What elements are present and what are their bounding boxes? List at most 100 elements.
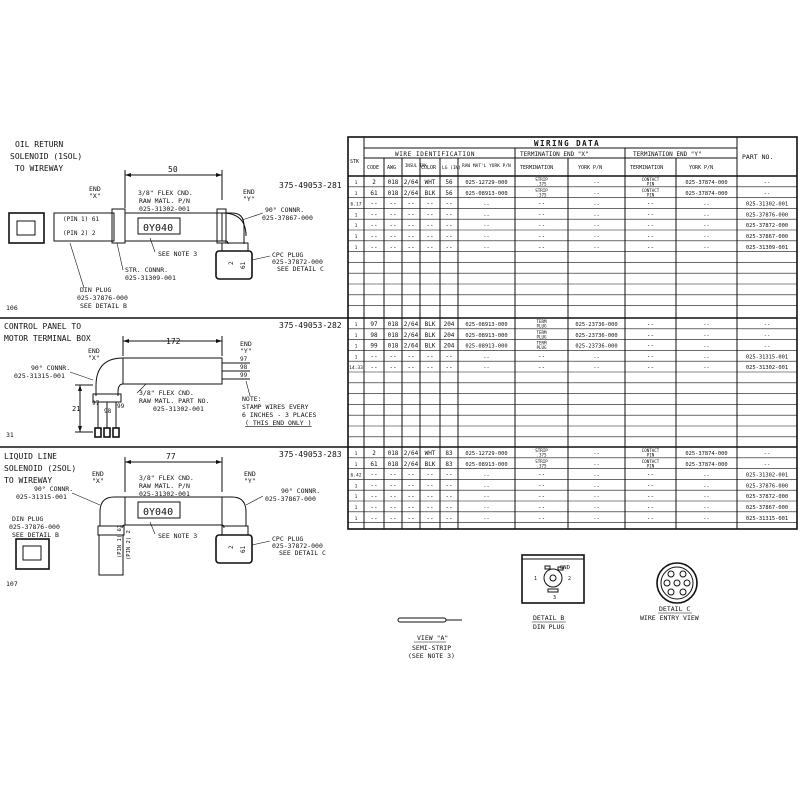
assy1-note: SEE NOTE 3 bbox=[158, 250, 197, 258]
assy3-flex-1: 3/8" FLEX CND. bbox=[139, 474, 194, 482]
table-cell: -- bbox=[764, 322, 771, 328]
table-cell: 018 bbox=[388, 190, 399, 197]
table-cell: -- bbox=[426, 504, 433, 511]
table-cell: 6.17 bbox=[350, 202, 361, 208]
assy1-end-y: END bbox=[243, 188, 255, 196]
assy3-end-x: END bbox=[92, 470, 104, 478]
assy1-sheet-number: 106 bbox=[6, 304, 18, 312]
view-a-subtitle: SEMI-STRIP bbox=[412, 644, 451, 652]
table-cell: -- bbox=[538, 472, 545, 479]
table-cell: -- bbox=[445, 353, 452, 360]
table-cell: -- bbox=[647, 211, 654, 218]
assy3-sheet-number: 107 bbox=[6, 580, 18, 588]
assy1-title-3: TO WIREWAY bbox=[15, 164, 63, 173]
table-cell: 1 bbox=[355, 333, 358, 339]
assembly-oil-return: OIL RETURN SOLENOID (1SOL) TO WIREWAY 37… bbox=[6, 140, 342, 312]
table-cell: -- bbox=[483, 483, 490, 489]
table-cell: -- bbox=[389, 211, 396, 218]
table-cell: CONTACT bbox=[642, 177, 660, 182]
assy3-part-number: 375-49053-283 bbox=[279, 450, 342, 459]
assy2-dimension: 172 bbox=[166, 337, 181, 346]
table-cell: -- bbox=[370, 222, 377, 229]
assy1-flex-2: RAW MATL. P/N bbox=[139, 197, 190, 205]
assy1-pin2: (PIN 2) 2 bbox=[63, 230, 96, 237]
wire-tag bbox=[137, 217, 181, 235]
table-row: 1--------------------025-37876-000 bbox=[355, 482, 788, 489]
assy1-str-1: STR. CONNR. bbox=[125, 266, 168, 274]
table-cell: BLK bbox=[425, 321, 436, 328]
table-cell: -- bbox=[703, 473, 710, 479]
table-cell: -- bbox=[445, 211, 452, 218]
table-cell: 2/64 bbox=[404, 450, 419, 457]
assy3-flex-3: 025-31302-001 bbox=[139, 490, 190, 498]
table-cell-cont: PLUG bbox=[536, 334, 547, 339]
table-cell: -- bbox=[407, 504, 414, 511]
table-cell: -- bbox=[483, 234, 490, 240]
view-a-semi-strip: VIEW "A" SEMI-STRIP (SEE NOTE 3) bbox=[397, 617, 462, 660]
stk-header: STK bbox=[350, 159, 359, 165]
table-cell: 1 bbox=[355, 483, 358, 489]
table-cell-cont: PLUG bbox=[536, 345, 547, 350]
assy3-pin1: (PIN 1) 61 bbox=[117, 525, 123, 558]
table-cell: -- bbox=[389, 222, 396, 229]
table-cell-cont: .375 bbox=[536, 453, 547, 458]
table-cell: BLK bbox=[425, 461, 436, 468]
table-cell: -- bbox=[593, 483, 600, 489]
table-cell: -- bbox=[389, 201, 396, 208]
table-cell: 025-37874-000 bbox=[685, 451, 727, 457]
assy2-title-2: MOTOR TERMINAL BOX bbox=[4, 334, 91, 343]
table-cell: 56 bbox=[445, 190, 453, 197]
table-cell: -- bbox=[426, 222, 433, 229]
table-cell: 025-08913-000 bbox=[465, 344, 507, 350]
assy1-dimension: 50 bbox=[168, 165, 178, 174]
assy2-lead-98: 98 bbox=[104, 408, 112, 415]
table-cell-cont: .375 bbox=[536, 182, 547, 187]
assy3-din-1: DIN PLUG bbox=[12, 515, 43, 523]
table-cell: 2/64 bbox=[404, 461, 419, 468]
table-cell: -- bbox=[538, 244, 545, 251]
table-cell: 025-23736-000 bbox=[575, 344, 617, 350]
detail-b-title: DETAIL B bbox=[533, 614, 564, 622]
wire-tag bbox=[137, 501, 181, 519]
table-cell: 6.42 bbox=[350, 473, 361, 479]
table-cell: -- bbox=[764, 180, 771, 186]
assy3-connr-l-1: 90° CONNR. bbox=[34, 485, 73, 493]
table-cell: -- bbox=[407, 493, 414, 500]
table-cell: -- bbox=[647, 353, 654, 360]
table-cell: TERM bbox=[536, 319, 547, 324]
assy3-title-2: SOLENOID (2SOL) bbox=[4, 464, 76, 473]
table-cell: -- bbox=[703, 202, 710, 208]
table-cell: -- bbox=[647, 493, 654, 500]
table-title: WIRING DATA bbox=[534, 139, 600, 148]
code-header: CODE bbox=[367, 165, 379, 171]
table-cell: -- bbox=[370, 211, 377, 218]
table-cell: 025-08913-000 bbox=[465, 462, 507, 468]
table-cell: -- bbox=[703, 322, 710, 328]
assy2-flex-3: 025-31302-001 bbox=[153, 405, 204, 413]
table-cell: 2 bbox=[372, 450, 376, 457]
table-cell: -- bbox=[593, 451, 600, 457]
assy1-din-2: 025-37876-000 bbox=[77, 294, 128, 302]
part-no-header: PART NO. bbox=[742, 153, 773, 161]
table-cell: CONTACT bbox=[642, 188, 660, 193]
assy1-cpc-3: SEE DETAIL C bbox=[277, 265, 324, 273]
table-cell: 018 bbox=[388, 343, 399, 350]
table-cell: -- bbox=[426, 493, 433, 500]
table-cell: -- bbox=[426, 472, 433, 479]
assy2-end-x: END bbox=[88, 347, 100, 355]
assy2-wire-99: 99 bbox=[240, 372, 248, 379]
table-cell: STRIP bbox=[535, 459, 548, 464]
table-cell: 97 bbox=[370, 321, 378, 328]
assy3-end-y-label: "Y" bbox=[244, 477, 256, 485]
table-row: 14.33--------------------025-31302-001 bbox=[349, 364, 788, 371]
table-cell: 025-12729-000 bbox=[465, 451, 507, 457]
assy1-cpc-2: 025-37872-000 bbox=[272, 258, 323, 266]
table-row: 1--------------------025-37872-000 bbox=[355, 222, 788, 229]
assy3-cpc-1: CPC PLUG bbox=[272, 535, 303, 543]
table-cell: 025-31309-001 bbox=[746, 245, 788, 251]
raw-header: RAW MAT'L YORK P/N bbox=[462, 163, 511, 169]
table-cell: -- bbox=[407, 244, 414, 251]
